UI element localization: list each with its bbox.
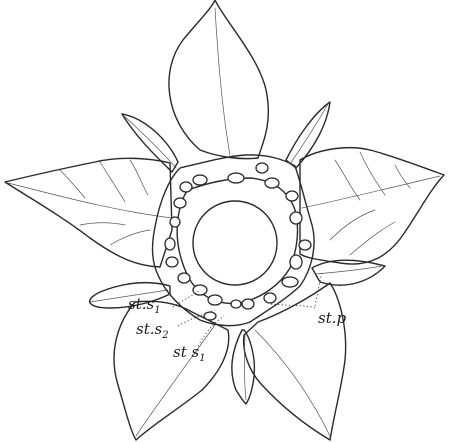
stomata-ring <box>165 163 311 320</box>
petal-top <box>169 0 268 159</box>
svg-text:st.s1: st.s1 <box>128 295 161 316</box>
petal-lower-right <box>244 283 346 440</box>
petal-right <box>300 148 444 264</box>
ovary-circle <box>193 201 277 285</box>
label-st-s2: st.s2 <box>136 320 169 341</box>
svg-text:st s1: st s1 <box>173 343 206 364</box>
label-st-p: st.p <box>318 309 346 327</box>
sepal-upper-right <box>286 102 330 168</box>
label-st-s1-upper: st.s1 <box>128 295 161 316</box>
petal-lower-left <box>114 301 229 440</box>
svg-text:st.p: st.p <box>318 309 346 327</box>
svg-text:st.s2: st.s2 <box>136 320 169 341</box>
label-st-s1-lower: st s1 <box>173 343 206 364</box>
petal-left <box>5 158 172 267</box>
